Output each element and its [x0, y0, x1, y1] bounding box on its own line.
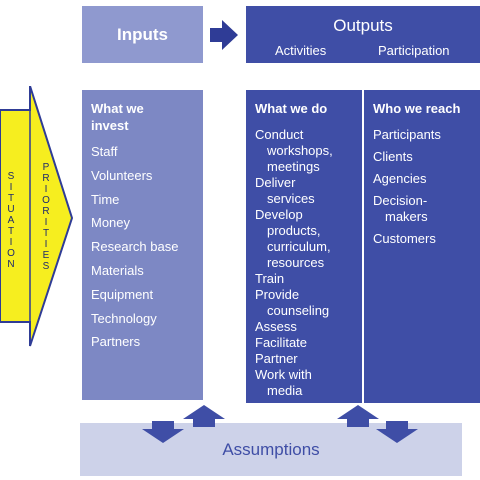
- input-item: Research base: [91, 239, 179, 255]
- what-we-invest-heading: What we invest: [91, 101, 144, 133]
- outputs-header: Outputs Activities Participation: [246, 6, 480, 63]
- participant-item: Decision-makers: [373, 193, 441, 225]
- assumptions-label: Assumptions: [222, 439, 320, 459]
- input-item: Time: [91, 191, 120, 207]
- input-item: Volunteers: [91, 167, 153, 183]
- down-arrow-icon: [376, 421, 418, 443]
- participant-item: Agencies: [373, 171, 441, 187]
- activity-line: Conduct: [255, 127, 304, 142]
- activity-line: Assess: [255, 319, 297, 334]
- up-arrow-icon: [337, 405, 379, 427]
- activity-line: workshops,: [267, 143, 333, 158]
- activities-label: Activities: [275, 43, 327, 58]
- participant-item-text: Clients: [373, 149, 413, 164]
- participant-item: Customers: [373, 231, 441, 247]
- input-item: Partners: [91, 334, 141, 350]
- activity-line: media: [267, 383, 303, 398]
- participant-item-text: Agencies: [373, 171, 427, 186]
- participation-label: Participation: [378, 43, 450, 58]
- participant-item: Clients: [373, 149, 441, 165]
- activity-line: counseling: [267, 303, 330, 318]
- participant-item: Participants: [373, 127, 441, 143]
- activity-line: resources: [267, 255, 325, 270]
- input-item: Equipment: [91, 286, 154, 302]
- outputs-header-label: Outputs: [333, 16, 393, 35]
- activity-line: Provide: [255, 287, 300, 302]
- activity-line: Develop: [255, 207, 303, 222]
- participant-item-text: makers: [385, 209, 428, 224]
- activity-line: Work with: [255, 367, 312, 382]
- who-we-reach-heading: Who we reach: [373, 101, 461, 116]
- input-item: Technology: [91, 310, 157, 326]
- activity-line: Partner: [255, 351, 298, 366]
- activity-line: products,: [267, 223, 321, 238]
- activity-line: Train: [255, 271, 285, 286]
- down-arrow-icon: [142, 421, 184, 443]
- inputs-header-label: Inputs: [117, 24, 168, 44]
- input-item: Staff: [91, 144, 118, 159]
- activity-line: Facilitate: [255, 335, 308, 350]
- input-item: Money: [91, 215, 131, 231]
- activity-line: services: [267, 191, 315, 206]
- activity-line: Deliver: [255, 175, 296, 190]
- situation-priorities-arrow: [0, 86, 74, 347]
- participant-item-text: Customers: [373, 231, 436, 246]
- activity-line: meetings: [267, 159, 320, 174]
- up-arrow-icon: [183, 405, 225, 427]
- inputs-header: Inputs: [82, 6, 203, 63]
- participant-item-text: Decision-: [373, 193, 428, 208]
- what-we-do-heading: What we do: [255, 101, 328, 116]
- right-arrow-icon: [210, 20, 238, 50]
- input-item: Materials: [91, 262, 144, 278]
- participant-item-text: Participants: [373, 127, 441, 142]
- activity-line: curriculum,: [267, 239, 331, 254]
